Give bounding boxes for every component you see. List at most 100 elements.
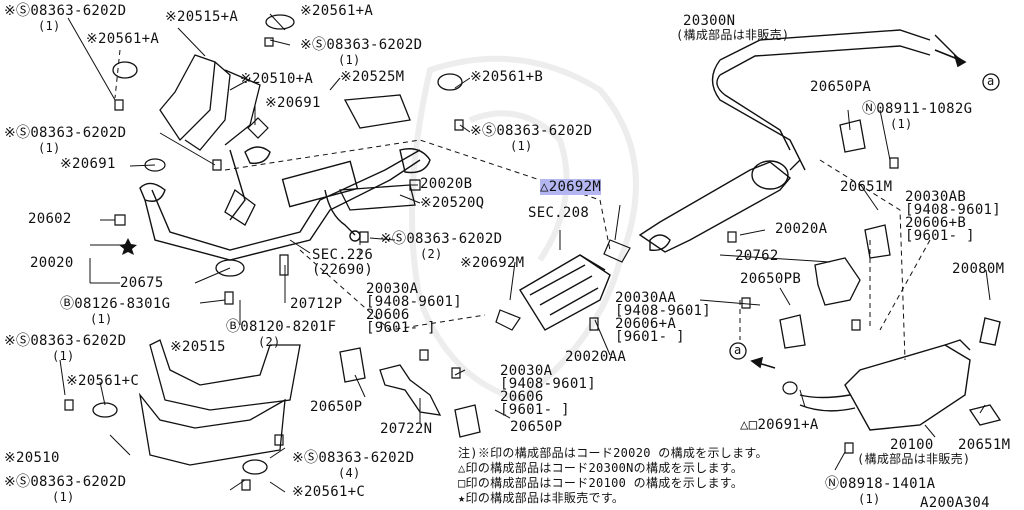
rear-muffler (799, 317, 1001, 431)
label-08363-6202d: ※Ⓢ08363-6202D (380, 231, 503, 247)
label-20650pb: 20650PB (740, 271, 802, 287)
label-qty: (1) (52, 490, 75, 504)
label-08363-6202d: ※Ⓢ08363-6202D (470, 123, 593, 139)
label-08363-6202d: ※Ⓢ08363-6202D (4, 333, 127, 349)
label-20300n: 20300N (683, 13, 736, 29)
label-20691: ※20691 (60, 156, 116, 172)
note-line: □印の構成部品はコード20100 の構成を示します。 (458, 476, 744, 490)
label-08363-6202d: ※Ⓢ08363-6202D (4, 474, 127, 490)
highlight: △20692M (540, 179, 602, 195)
label-qty: (1) (890, 117, 913, 131)
leader-lines (114, 49, 931, 361)
label-20722n: 20722N (380, 421, 433, 437)
ref-circle-a-mid (729, 342, 747, 360)
label-date-range: [9601- ] (615, 329, 685, 345)
label-qty: (4) (338, 466, 361, 480)
watermark (409, 55, 639, 404)
label-qty: (2) (420, 247, 443, 261)
label-sec-208: SEC.208 (528, 205, 590, 221)
label-sec-226: SEC.226 (312, 247, 374, 263)
label-20100: 20100 (890, 437, 934, 453)
bolts (64, 37, 899, 491)
label-20510a: ※20510+A (240, 71, 314, 87)
label-08363-6202d: ※Ⓢ08363-6202D (4, 3, 127, 19)
label-08911-1082g: Ⓝ08911-1082G (862, 101, 973, 117)
label-20602: 20602 (28, 211, 72, 227)
lower-heat-shields (138, 339, 301, 466)
label-20651m: 20651M (840, 179, 893, 195)
label-20515a: ※20515+A (165, 9, 239, 25)
label-08126-8301g: Ⓑ08126-8301G (60, 296, 171, 312)
ref-circle-a-top (982, 73, 1000, 91)
label-20651m: 20651M (958, 437, 1011, 453)
clamps (92, 14, 463, 475)
label-20691a: △□20691+A (740, 417, 819, 433)
label-qty: (1) (510, 139, 533, 153)
label-qty: (1) (38, 141, 61, 155)
label-20650p: 20650P (310, 399, 363, 415)
label-22690: (22690) (312, 262, 374, 278)
label-20520q: ※20520Q (420, 195, 485, 211)
label-date-range: [9601- ] (366, 320, 436, 336)
drawing-code: A200A304 (920, 495, 990, 510)
bracket-20762 (814, 257, 861, 306)
label-20692m: ※20692M (460, 255, 525, 271)
label-qty: (1) (90, 312, 113, 326)
label-08363-6202d: ※Ⓢ08363-6202D (4, 125, 127, 141)
tail-pipe (711, 29, 961, 161)
label-20606: 20606 (500, 389, 544, 405)
label-20525m: ※20525M (340, 69, 405, 85)
front-pipe (139, 146, 431, 261)
label-08918-1401a: Ⓝ08918-1401A (825, 476, 936, 492)
star-marker (119, 238, 137, 255)
label-date-range: [9601- ] (905, 228, 975, 244)
label-date-range: [9408-9601] (366, 294, 463, 310)
label-qty: (2) (258, 335, 281, 349)
label-qty: (1) (338, 53, 361, 67)
label-qty: (1) (38, 19, 61, 33)
label-20650pa: 20650PA (810, 79, 872, 95)
label-20561a: ※20561+A (300, 3, 374, 19)
label-20675: 20675 (120, 275, 164, 291)
label-qty: (1) (52, 349, 75, 363)
label-20692m-highlight: △20692M (540, 179, 602, 195)
label-date-range: [9408-9601] (615, 303, 712, 319)
label-20561b: ※20561+B (470, 69, 544, 85)
label-20030a: 20030A (366, 281, 419, 297)
label-20020aa: 20020AA (565, 349, 627, 365)
arrows (750, 49, 967, 369)
label-20762: 20762 (735, 248, 779, 264)
label-date-range: [9408-9601] (500, 376, 597, 392)
label-20515: ※20515 (170, 339, 226, 355)
note-line: 注)※印の構成部品はコード20020 の構成を示します。 (458, 446, 768, 460)
note-line: △印の構成部品はコード20300Nの構成を示します。 (458, 461, 744, 475)
note-line: ★印の構成部品は非販売です。 (458, 491, 625, 505)
label-20561a: ※20561+A (86, 31, 160, 47)
label-20030ab: 20030AB (905, 189, 967, 205)
label-date-range: [9601- ] (500, 402, 570, 418)
gaskets (144, 117, 798, 395)
label-20030a: 20030A (500, 363, 553, 379)
label-20030aa: 20030AA (615, 290, 677, 306)
label-date-range: [9408-9601] (905, 202, 1002, 218)
label-08363-6202d: ※Ⓢ08363-6202D (300, 37, 423, 53)
label-20691: ※20691 (265, 95, 321, 111)
label-not-sold: (構成部品は非販売) (676, 28, 790, 42)
label-not-sold: (構成部品は非販売) (857, 452, 971, 466)
label-08363-6202d: ※Ⓢ08363-6202D (292, 450, 415, 466)
label-20020a: 20020A (775, 221, 828, 237)
ref-a-mid-letter: a (734, 343, 742, 357)
center-muffler (638, 158, 806, 253)
label-20606a: 20606+A (615, 316, 677, 332)
label-20606: 20606 (366, 307, 410, 323)
label-20080m: 20080M (952, 261, 1005, 277)
label-20561c: ※20561+C (292, 484, 366, 500)
label-20510: ※20510 (4, 450, 60, 466)
label-20712p: 20712P (290, 296, 343, 312)
pointer-lines (59, 13, 991, 493)
label-20561c: ※20561+C (66, 373, 140, 389)
label-20606b: 20606+B (905, 215, 967, 231)
ref-a-top-letter: a (987, 74, 995, 88)
